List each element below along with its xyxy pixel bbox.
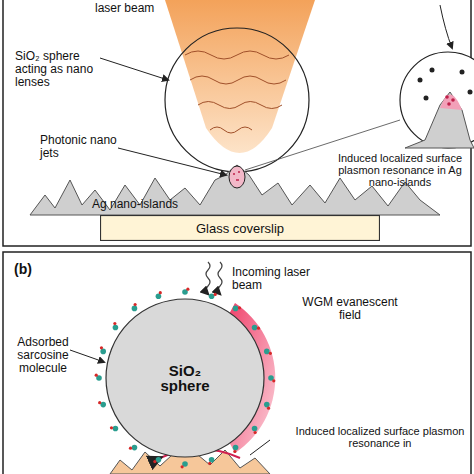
node-text-group: Glass coverslip bbox=[105, 221, 375, 236]
molecule-atom bbox=[181, 465, 184, 468]
molecule-atom bbox=[153, 460, 156, 463]
molecule bbox=[252, 426, 258, 432]
molecule bbox=[233, 306, 239, 312]
node-text: SiO₂ sphere bbox=[155, 363, 215, 393]
inset-island bbox=[405, 92, 474, 148]
molecule bbox=[252, 325, 258, 331]
molecule-atom bbox=[254, 431, 257, 434]
charges bbox=[233, 172, 240, 180]
annotation-label: laser beam bbox=[95, 2, 215, 15]
annotation-label: SiO₂ sphere acting as nano lenses bbox=[15, 50, 110, 89]
molecule-atom bbox=[269, 352, 272, 355]
leader-line bbox=[440, 5, 452, 48]
molecule bbox=[132, 445, 138, 451]
leader-line bbox=[118, 148, 226, 175]
panel-frame bbox=[3, 0, 471, 246]
annotation-label: Induced localized surface plasmon resona… bbox=[330, 152, 470, 188]
zoom-inset bbox=[400, 52, 474, 148]
leader-line bbox=[100, 58, 168, 80]
molecule-atom bbox=[208, 462, 211, 465]
leader-line bbox=[70, 350, 104, 362]
molecule bbox=[209, 293, 215, 299]
node-text: Glass coverslip bbox=[105, 221, 375, 236]
molecule bbox=[100, 349, 106, 355]
molecule-atom bbox=[95, 374, 98, 377]
molecule bbox=[132, 306, 138, 312]
node-text-group: SiO₂ sphere bbox=[155, 363, 215, 393]
annotation-label: WGM evanescent field bbox=[300, 296, 400, 322]
molecule-atom bbox=[238, 306, 241, 309]
molecule bbox=[233, 445, 239, 451]
annotation-label: Photonic nano jets bbox=[40, 134, 120, 160]
node-shape bbox=[106, 299, 264, 457]
annotation-label: Incoming laser beam bbox=[232, 266, 312, 292]
inset-plasmon bbox=[440, 94, 462, 110]
molecule bbox=[113, 426, 119, 432]
inset-particles bbox=[418, 68, 473, 101]
molecule bbox=[113, 325, 119, 331]
molecule-atom bbox=[98, 401, 101, 404]
leader-line bbox=[250, 440, 270, 455]
wavefronts bbox=[185, 51, 289, 133]
annotation-label: Adsorbed sarcosine molecule bbox=[8, 336, 78, 375]
panel-frame bbox=[3, 252, 471, 474]
molecule-atom bbox=[272, 379, 275, 382]
sphere-node: SiO₂ sphere bbox=[105, 298, 265, 458]
molecule-atom bbox=[159, 291, 162, 294]
laser-arrows bbox=[206, 262, 222, 294]
molecule-atom bbox=[214, 293, 217, 296]
substrate-box: Glass coverslip bbox=[100, 215, 380, 241]
inset-charges bbox=[445, 95, 455, 106]
molecule-atom bbox=[267, 407, 270, 410]
molecule bbox=[264, 402, 270, 408]
sarcosine-molecules bbox=[95, 288, 276, 469]
molecule-atom bbox=[134, 303, 137, 306]
molecule-atom bbox=[110, 426, 113, 429]
nanojet-spot bbox=[229, 166, 245, 188]
molecule-atom bbox=[257, 327, 260, 330]
annotation-label: (b) bbox=[14, 262, 44, 277]
annotation-label: Induced localized surface plasmon resona… bbox=[290, 425, 470, 449]
molecule-atom bbox=[100, 346, 103, 349]
lens-sphere bbox=[165, 28, 309, 172]
annotation-label: Ag nano-islands bbox=[92, 198, 202, 211]
molecule-atom bbox=[233, 450, 236, 453]
molecule-atom bbox=[113, 322, 116, 325]
laser-cone bbox=[165, 0, 315, 153]
molecule-atom bbox=[186, 288, 189, 291]
node-shape bbox=[101, 216, 380, 241]
molecule-atom bbox=[129, 447, 132, 450]
molecule bbox=[156, 457, 162, 463]
